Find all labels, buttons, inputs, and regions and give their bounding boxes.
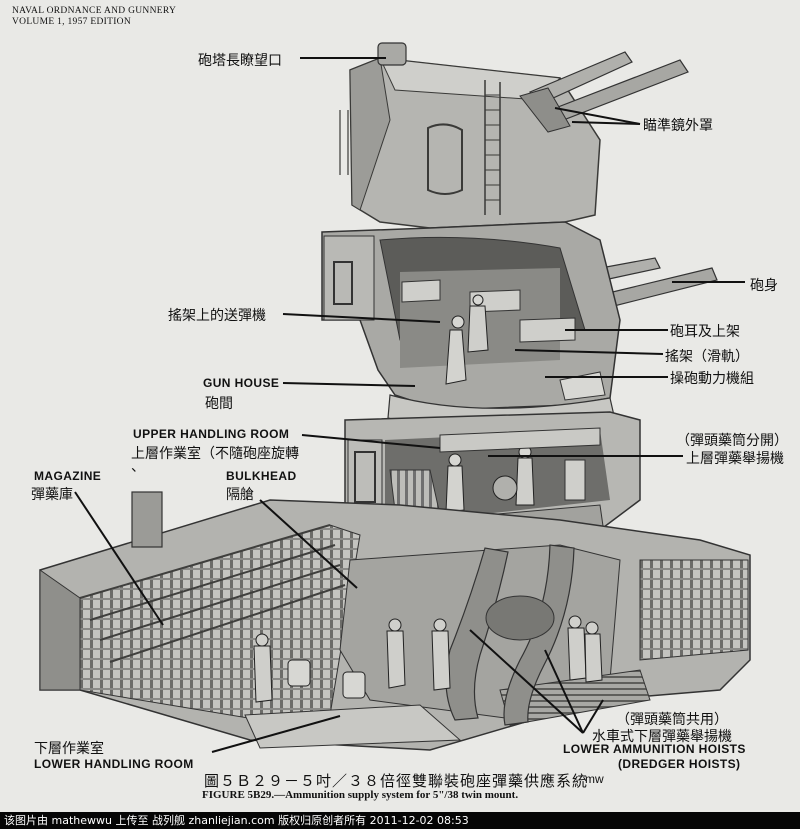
label-cradle-slide: 搖架（滑軌） (665, 349, 749, 365)
label-upper-handling-zh: 上層作業室（不隨砲座旋轉 (131, 446, 299, 462)
label-bulkhead-en: BULKHEAD (226, 469, 297, 483)
label-lower-hoist-en: LOWER AMMUNITION HOISTS (563, 742, 746, 756)
label-lower-hoist-note: （彈頭藥筒共用） (616, 712, 728, 728)
crew-figures (253, 615, 603, 703)
label-rangefinder-hood: 砲塔長瞭望口 (198, 53, 282, 69)
label-gun-house-zh: 砲間 (205, 396, 233, 412)
gun-house-interior (321, 221, 621, 433)
label-bulkhead-zh: 隔艙 (226, 487, 254, 503)
diagram-page: NAVAL ORDNANCE AND GUNNERY VOLUME 1, 195… (12, 6, 788, 801)
label-magazine-en: MAGAZINE (34, 469, 102, 483)
label-lower-handling-en: LOWER HANDLING ROOM (34, 757, 194, 771)
dredger-hoists (445, 544, 575, 726)
label-lower-handling-zh: 下層作業室 (34, 741, 104, 757)
label-upper-handling-en: UPPER HANDLING ROOM (133, 427, 290, 441)
gun-house-shield (339, 42, 601, 229)
book-title: NAVAL ORDNANCE AND GUNNERY (12, 6, 177, 16)
book-edition: VOLUME 1, 1957 EDITION (12, 17, 131, 27)
figure-caption-zh: 圖５Ｂ２９－５吋／３８倍徑雙聯裝砲座彈藥供應系統 (204, 772, 589, 790)
label-cradle-rammer: 搖架上的送彈機 (168, 308, 266, 324)
rangefinder-hood (377, 42, 407, 66)
leader-lines (74, 57, 745, 753)
caption-mark: mw (585, 772, 604, 786)
ventilation-stack (131, 491, 163, 548)
label-sight-hood: 瞄準鏡外罩 (643, 118, 713, 134)
label-trunnion-carriage: 砲耳及上架 (670, 324, 740, 340)
label-gun-house-en: GUN HOUSE (203, 376, 280, 390)
turret-cutaway-illustration (39, 42, 751, 753)
hatch-door (427, 123, 463, 195)
figure-caption-en: FIGURE 5B29.—Ammunition supply system fo… (202, 789, 519, 801)
label-upper-hoist: 上層彈藥舉揚機 (686, 451, 784, 467)
gun-barrels (519, 51, 718, 309)
label-gun-barrel: 砲身 (750, 278, 778, 294)
label-magazine-zh: 彈藥庫 (31, 487, 73, 503)
label-upper-hoist-note: （彈頭藥筒分開） (676, 433, 788, 449)
label-training-power-unit: 操砲動力機組 (670, 371, 754, 387)
label-dredger-en: (DREDGER HOISTS) (618, 757, 741, 771)
watermark-footer: 该图片由 mathewwu 上传至 战列舰 zhanliejian.com 版权… (0, 812, 800, 829)
label-lower-hoist-zh: 水車式下層彈藥舉揚機 (592, 729, 732, 745)
sight-hood (519, 87, 571, 133)
label-upper-handling-tail: 、 (131, 459, 145, 475)
